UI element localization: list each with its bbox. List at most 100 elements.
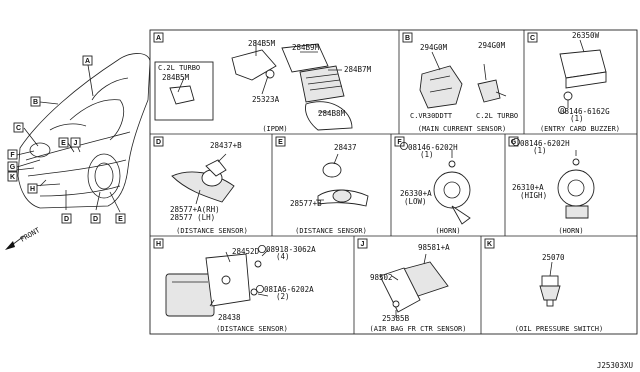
cell-a-letter-box: [153, 32, 164, 43]
part-number-a-5: 284B8M: [318, 109, 346, 118]
cell-j-caption: (AIR BAG FR CTR SENSOR): [370, 325, 467, 333]
cell-e: [316, 153, 369, 207]
car-callout-8: H: [30, 186, 35, 193]
part-number-h-3: 08IA6-6202A: [264, 285, 314, 294]
part-number-g-0: 08146-6202H: [520, 139, 570, 148]
car-callout-5-box: [7, 161, 18, 172]
cell-c-letter-box: [527, 32, 538, 43]
car-callout-4: F: [10, 152, 15, 159]
cell-h-caption: (DISTANCE SENSOR): [216, 325, 288, 333]
car-callout-0: A: [85, 58, 90, 65]
part-number-f-1: (1): [420, 150, 434, 159]
car-callout-3-box: [58, 137, 69, 148]
cell-h-letter: H: [156, 241, 161, 248]
cell-k-caption: (OIL PRESSURE SWITCH): [515, 325, 604, 333]
part-number-j-2: 25385B: [382, 314, 410, 323]
part-number-f-3: (LOW): [404, 197, 427, 206]
bolt-marker-h: [255, 284, 264, 293]
cell-b-letter-box: [402, 32, 413, 43]
part-number-e-1: 28577+B: [290, 199, 322, 208]
cell-g: [557, 150, 595, 219]
cell-j: [379, 253, 449, 318]
cell-d-letter: D: [156, 139, 161, 146]
car-callout-11-box: [7, 171, 18, 182]
cell-g-caption: (HORN): [558, 227, 583, 235]
part-number-e-0: 28437: [334, 143, 357, 152]
part-number-h-0: 28452D: [232, 247, 260, 256]
part-number-h-4: (2): [276, 292, 290, 301]
bolt-marker-c: [558, 106, 567, 115]
part-number-g-1: (1): [533, 146, 547, 155]
front-label: FRONT: [19, 226, 42, 244]
car-callout-2-box: [13, 122, 24, 133]
car-callout-6-box: [70, 137, 81, 148]
part-number-a-3: 284B7M: [344, 65, 372, 74]
part-number-b-0: 294G0M: [420, 43, 448, 52]
car-callout-10-box: [115, 213, 126, 224]
cell-f: [433, 150, 471, 225]
part-number-a-4: 25323A: [252, 95, 280, 104]
part-number-h-1: 08918-3062A: [266, 245, 316, 254]
cell-e-caption: (DISTANCE SENSOR): [295, 227, 367, 235]
part-number-h-2: (4): [276, 252, 290, 261]
cell-k: [539, 261, 561, 307]
car-callouts: [15, 64, 121, 213]
part-number-j-0: 98581+A: [418, 243, 450, 252]
cell-b-sublabel-right: C.2L TURBO: [476, 112, 518, 120]
car-callout-7: D: [64, 216, 69, 223]
part-number-c-1: 08146-6162G: [560, 107, 610, 116]
part-number-d-0: 28437+B: [210, 141, 242, 150]
cell-d-letter-box: [153, 136, 164, 147]
cell-g-letter: G: [511, 139, 517, 146]
cell-c-letter: C: [530, 35, 535, 42]
cell-f-letter: F: [397, 139, 402, 146]
cell-k-letter-box: [484, 238, 495, 249]
part-number-h-5: 28438: [218, 313, 241, 322]
cell-g-letter-box: [508, 136, 519, 147]
cell-d: [171, 153, 235, 205]
car-callout-2: C: [16, 125, 21, 132]
cell-a-sublabel: C.2L TURBO: [158, 64, 200, 72]
car-callout-0-box: [82, 55, 93, 66]
car-callout-6: J: [74, 140, 78, 147]
part-number-a-1: 284B5M: [248, 39, 276, 48]
car-callout-1-box: [30, 96, 41, 107]
nut-marker-h: [257, 244, 266, 253]
cell-b-letter: B: [405, 35, 410, 42]
car-callout-9: D: [93, 216, 98, 223]
car-callout-5: G: [10, 164, 16, 171]
part-number-a-2: 284B9M: [292, 43, 320, 52]
part-number-f-2: 26330+A: [400, 189, 432, 198]
cell-h-letter-box: [153, 238, 164, 249]
part-number-d-2: 28577 (LH): [170, 213, 215, 222]
cell-j-letter-box: [357, 238, 368, 249]
cell-a-letter: A: [156, 35, 161, 42]
part-number-d-1: 28577+A(RH): [170, 205, 220, 214]
diagram-code: J25303XU: [597, 361, 633, 370]
car-callout-7-box: [61, 213, 72, 224]
part-number-g-2: 26310+A: [512, 183, 544, 192]
cell-b: [419, 51, 507, 109]
car-callout-4-box: [7, 149, 18, 160]
car-callout-1: B: [33, 99, 38, 106]
cell-e-letter: E: [278, 139, 283, 146]
cell-k-letter: K: [487, 241, 492, 248]
cell-e-letter-box: [275, 136, 286, 147]
bolt-marker-g: [512, 137, 521, 146]
part-number-j-1: 98502: [370, 273, 393, 282]
cell-c: [559, 39, 607, 108]
front-arrow: FRONT: [5, 226, 42, 250]
part-number-k-0: 25070: [542, 253, 565, 262]
car-callout-3: E: [61, 140, 66, 147]
cell-f-letter-box: [394, 136, 405, 147]
car-callout-8-box: [27, 183, 38, 194]
car-callout-9-box: [90, 213, 101, 224]
part-number-c-2: (1): [570, 114, 584, 123]
part-number-a-0: 284B5M: [162, 73, 190, 82]
cell-h: [165, 249, 269, 317]
cell-a-caption: (IPDM): [262, 125, 287, 133]
cell-j-letter: J: [361, 241, 365, 248]
cell-a: [154, 40, 353, 131]
car-callout-10: E: [118, 216, 123, 223]
